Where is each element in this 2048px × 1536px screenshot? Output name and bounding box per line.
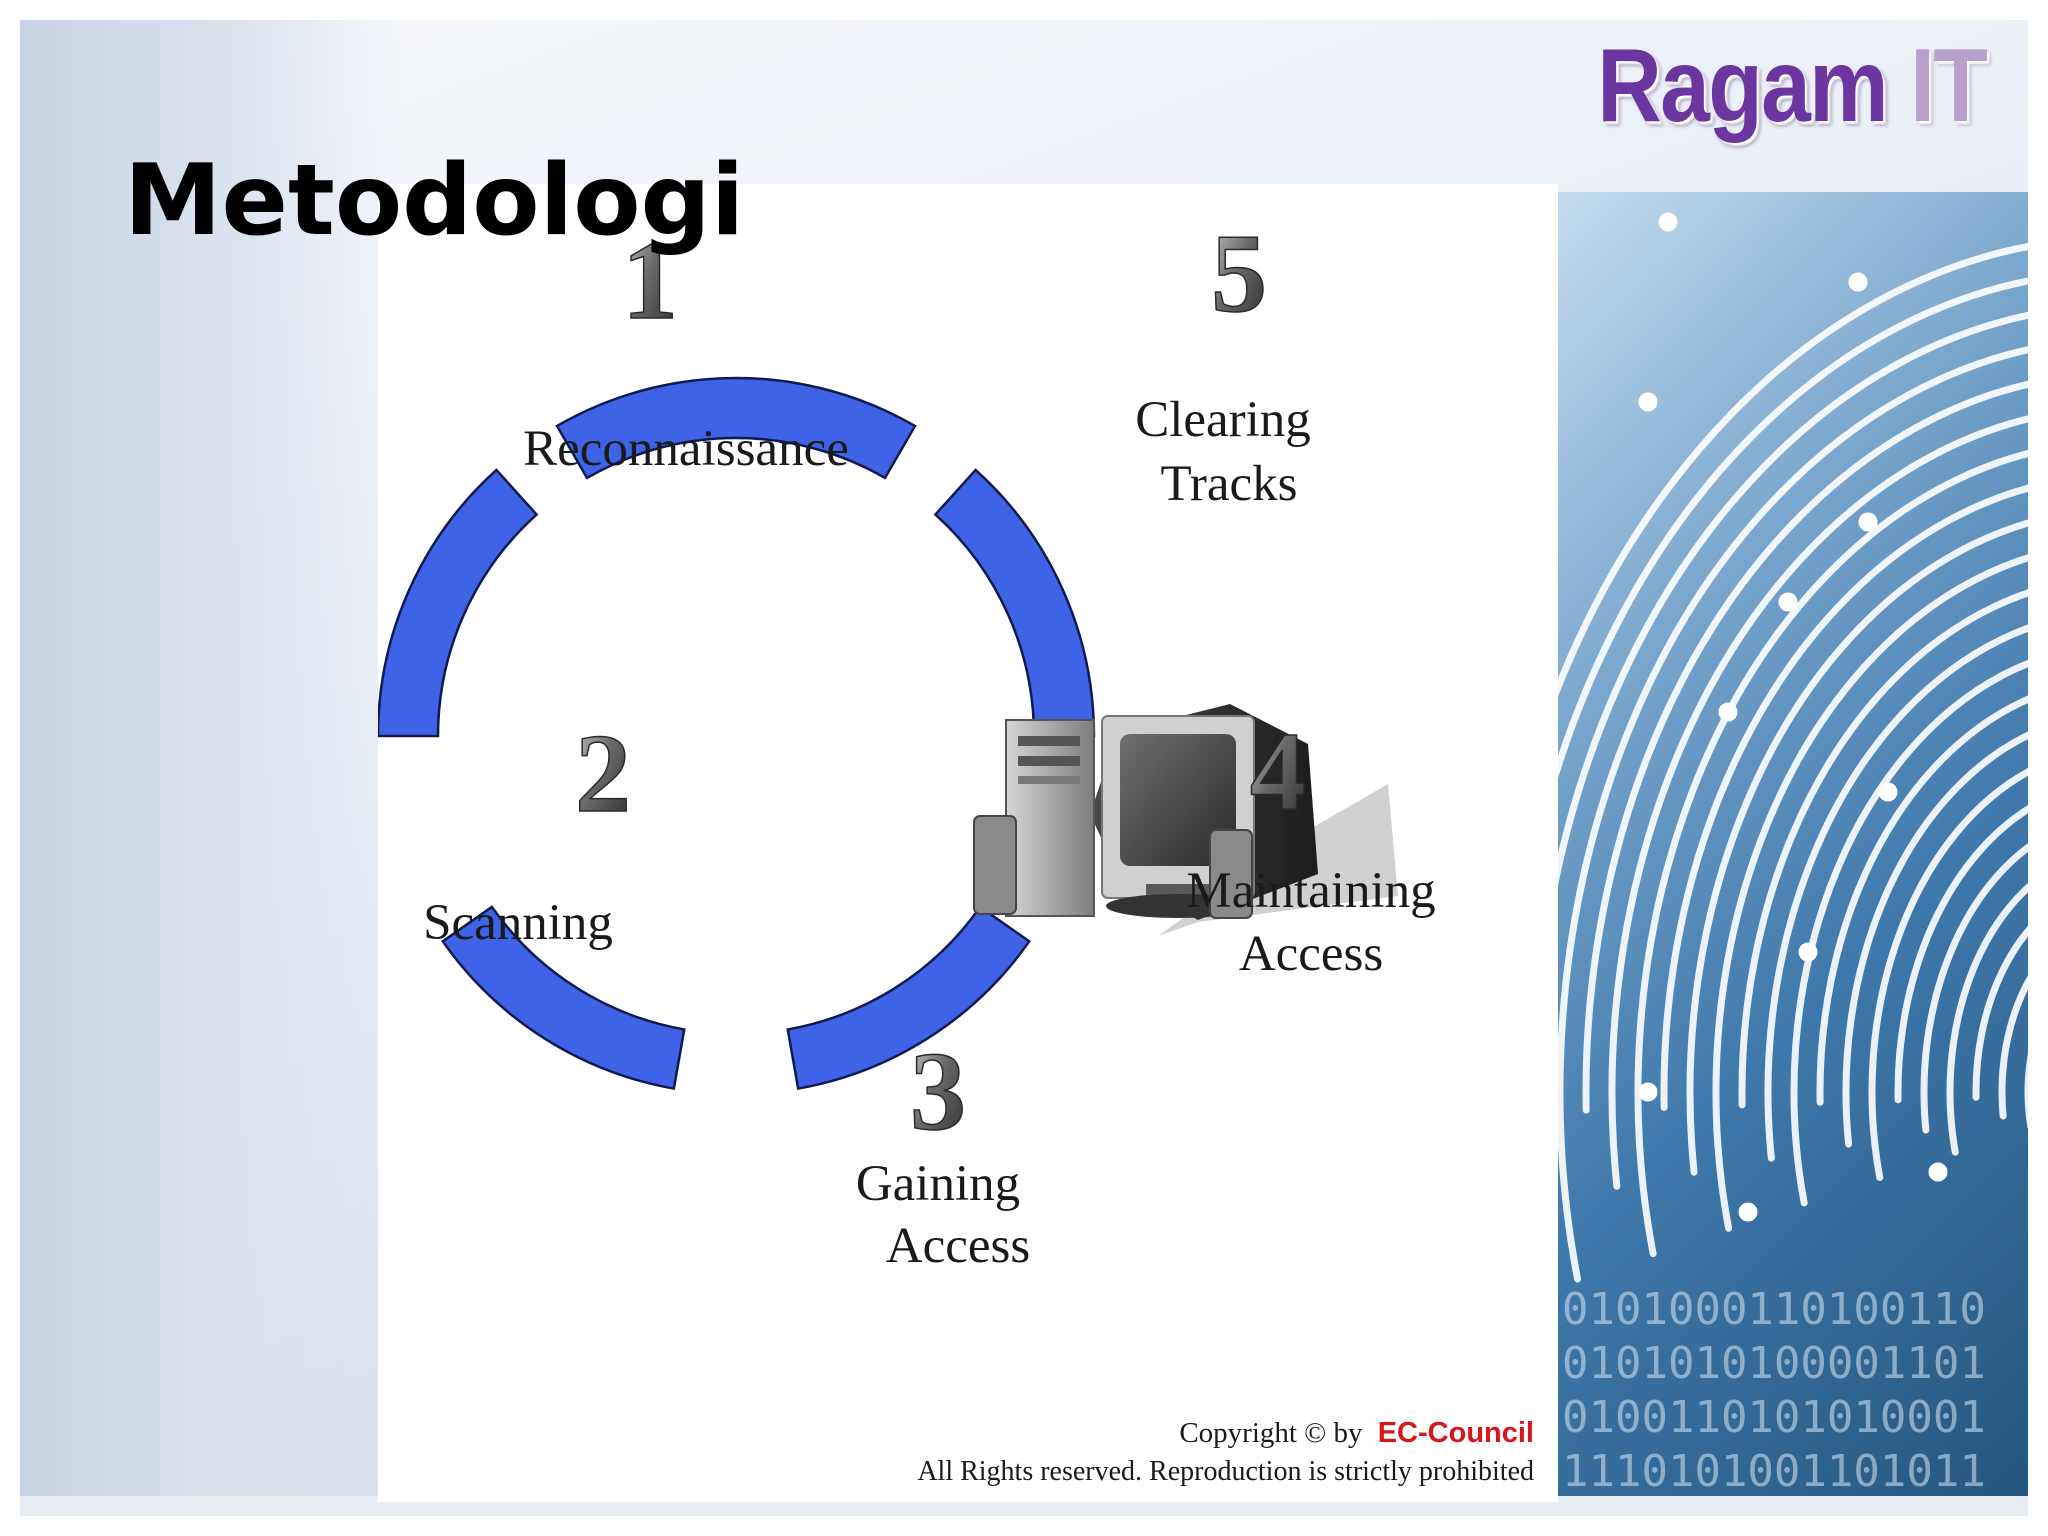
phase-label-4-line-2: Access xyxy=(1239,926,1383,982)
fingerprint-icon: 0101000110100110010101010000110101001101… xyxy=(1558,212,2028,1496)
fingerprint-ridge xyxy=(1608,415,2028,1190)
fingerprint-ridge xyxy=(1816,695,2028,1106)
binary-row: 0101010100001101 xyxy=(1562,1338,1986,1389)
fingerprint-node xyxy=(1878,782,1898,802)
copyright-notice: All Rights reserved. Reproduction is str… xyxy=(917,1417,1534,1487)
fingerprint-node xyxy=(1798,942,1818,962)
phase-label-3-line-2: Access xyxy=(886,1218,1030,1274)
fingerprint-ridge xyxy=(1634,449,2028,1258)
fingerprint-ridge xyxy=(1842,731,2028,1148)
copyright-prefix: Copyright © by xyxy=(1179,1417,1363,1449)
fingerprint-ridge xyxy=(1764,624,2028,1162)
cycle-segment-2 xyxy=(933,468,1096,738)
binary-row: 0101000110100110 xyxy=(1562,1284,1986,1335)
phase-number-5: 5 xyxy=(1211,212,1267,336)
fingerprint-ridge xyxy=(1582,380,2028,1114)
fingerprint-node xyxy=(1778,592,1798,612)
fingerprint-ridge xyxy=(1558,311,2028,887)
fingerprint-ridge xyxy=(1660,484,2028,1111)
logo-accent-text: IT xyxy=(1909,28,1988,144)
fingerprint-ridge xyxy=(1558,277,2028,779)
page-title: Metodologi xyxy=(124,144,745,258)
phase-number-4: 4 xyxy=(1250,710,1306,834)
computer-icon xyxy=(973,704,1398,936)
fingerprint-node xyxy=(1928,1162,1948,1182)
phase-label-2-line-1: Scanning xyxy=(423,895,613,951)
cycle-segment-3 xyxy=(786,905,1031,1091)
phase-number-2: 2 xyxy=(575,712,631,836)
fingerprint-node xyxy=(1858,512,1878,532)
cycle-segment-4 xyxy=(441,905,686,1091)
fingerprint-ridge xyxy=(1894,805,2028,1104)
binary-row: 1110101001101011 xyxy=(1562,1446,1986,1496)
fingerprint-ridge xyxy=(1558,243,2028,697)
phase-label-1-line-1: Reconnaissance xyxy=(523,421,849,477)
fingerprint-ridge xyxy=(1920,843,2028,1134)
copyright-line2: All Rights reserved. Reproduction is str… xyxy=(917,1456,1534,1487)
copyright-brand: EC-Council xyxy=(1378,1417,1534,1449)
phase-number-3: 3 xyxy=(910,1030,966,1154)
fingerprint-node xyxy=(1638,392,1658,412)
logo-main-text: Ragam xyxy=(1597,28,1888,144)
phase-label-5-line-2: Tracks xyxy=(1161,456,1298,512)
ragam-it-logo: Ragam IT xyxy=(1597,34,1988,138)
fingerprint-ridge xyxy=(1790,659,2028,1207)
fingerprint-ridge xyxy=(1868,767,2028,1182)
left-shade xyxy=(20,20,400,1516)
binary-row: 0100110101010001 xyxy=(1562,1392,1986,1443)
cycle-segment-5 xyxy=(378,468,539,738)
fingerprint-node xyxy=(1848,272,1868,292)
phase-label-3-line-1: Gaining xyxy=(856,1156,1020,1212)
fingerprint-node xyxy=(1658,212,1678,232)
fingerprint-ridge xyxy=(1946,882,2028,1156)
fingerprint-node xyxy=(1718,702,1738,722)
phase-label-4-line-1: Maintaining xyxy=(1186,863,1435,919)
phase-number-1: 1 xyxy=(622,219,678,343)
fingerprint-ridge xyxy=(1558,346,2028,1283)
cycle-diagram: 1Reconnaissance2Scanning3GainingAccess4M… xyxy=(378,211,1534,1487)
fingerprint-ridge xyxy=(1712,554,2028,1232)
fingerprint-ridge xyxy=(1998,975,2028,1120)
svg-text:Copyright © by EC-Co: Copyright © by EC-Council xyxy=(1179,1417,1534,1449)
fingerprint-ridge xyxy=(1972,925,2028,1101)
fingerprint-node xyxy=(1638,1082,1658,1102)
fingerprint-ridge xyxy=(1738,589,2028,1109)
fingerprint-ridge xyxy=(1686,519,2028,1176)
cycle-segment-1 xyxy=(555,376,917,480)
fingerprint-node xyxy=(1738,1202,1758,1222)
phase-label-5-line-1: Clearing xyxy=(1135,392,1311,448)
